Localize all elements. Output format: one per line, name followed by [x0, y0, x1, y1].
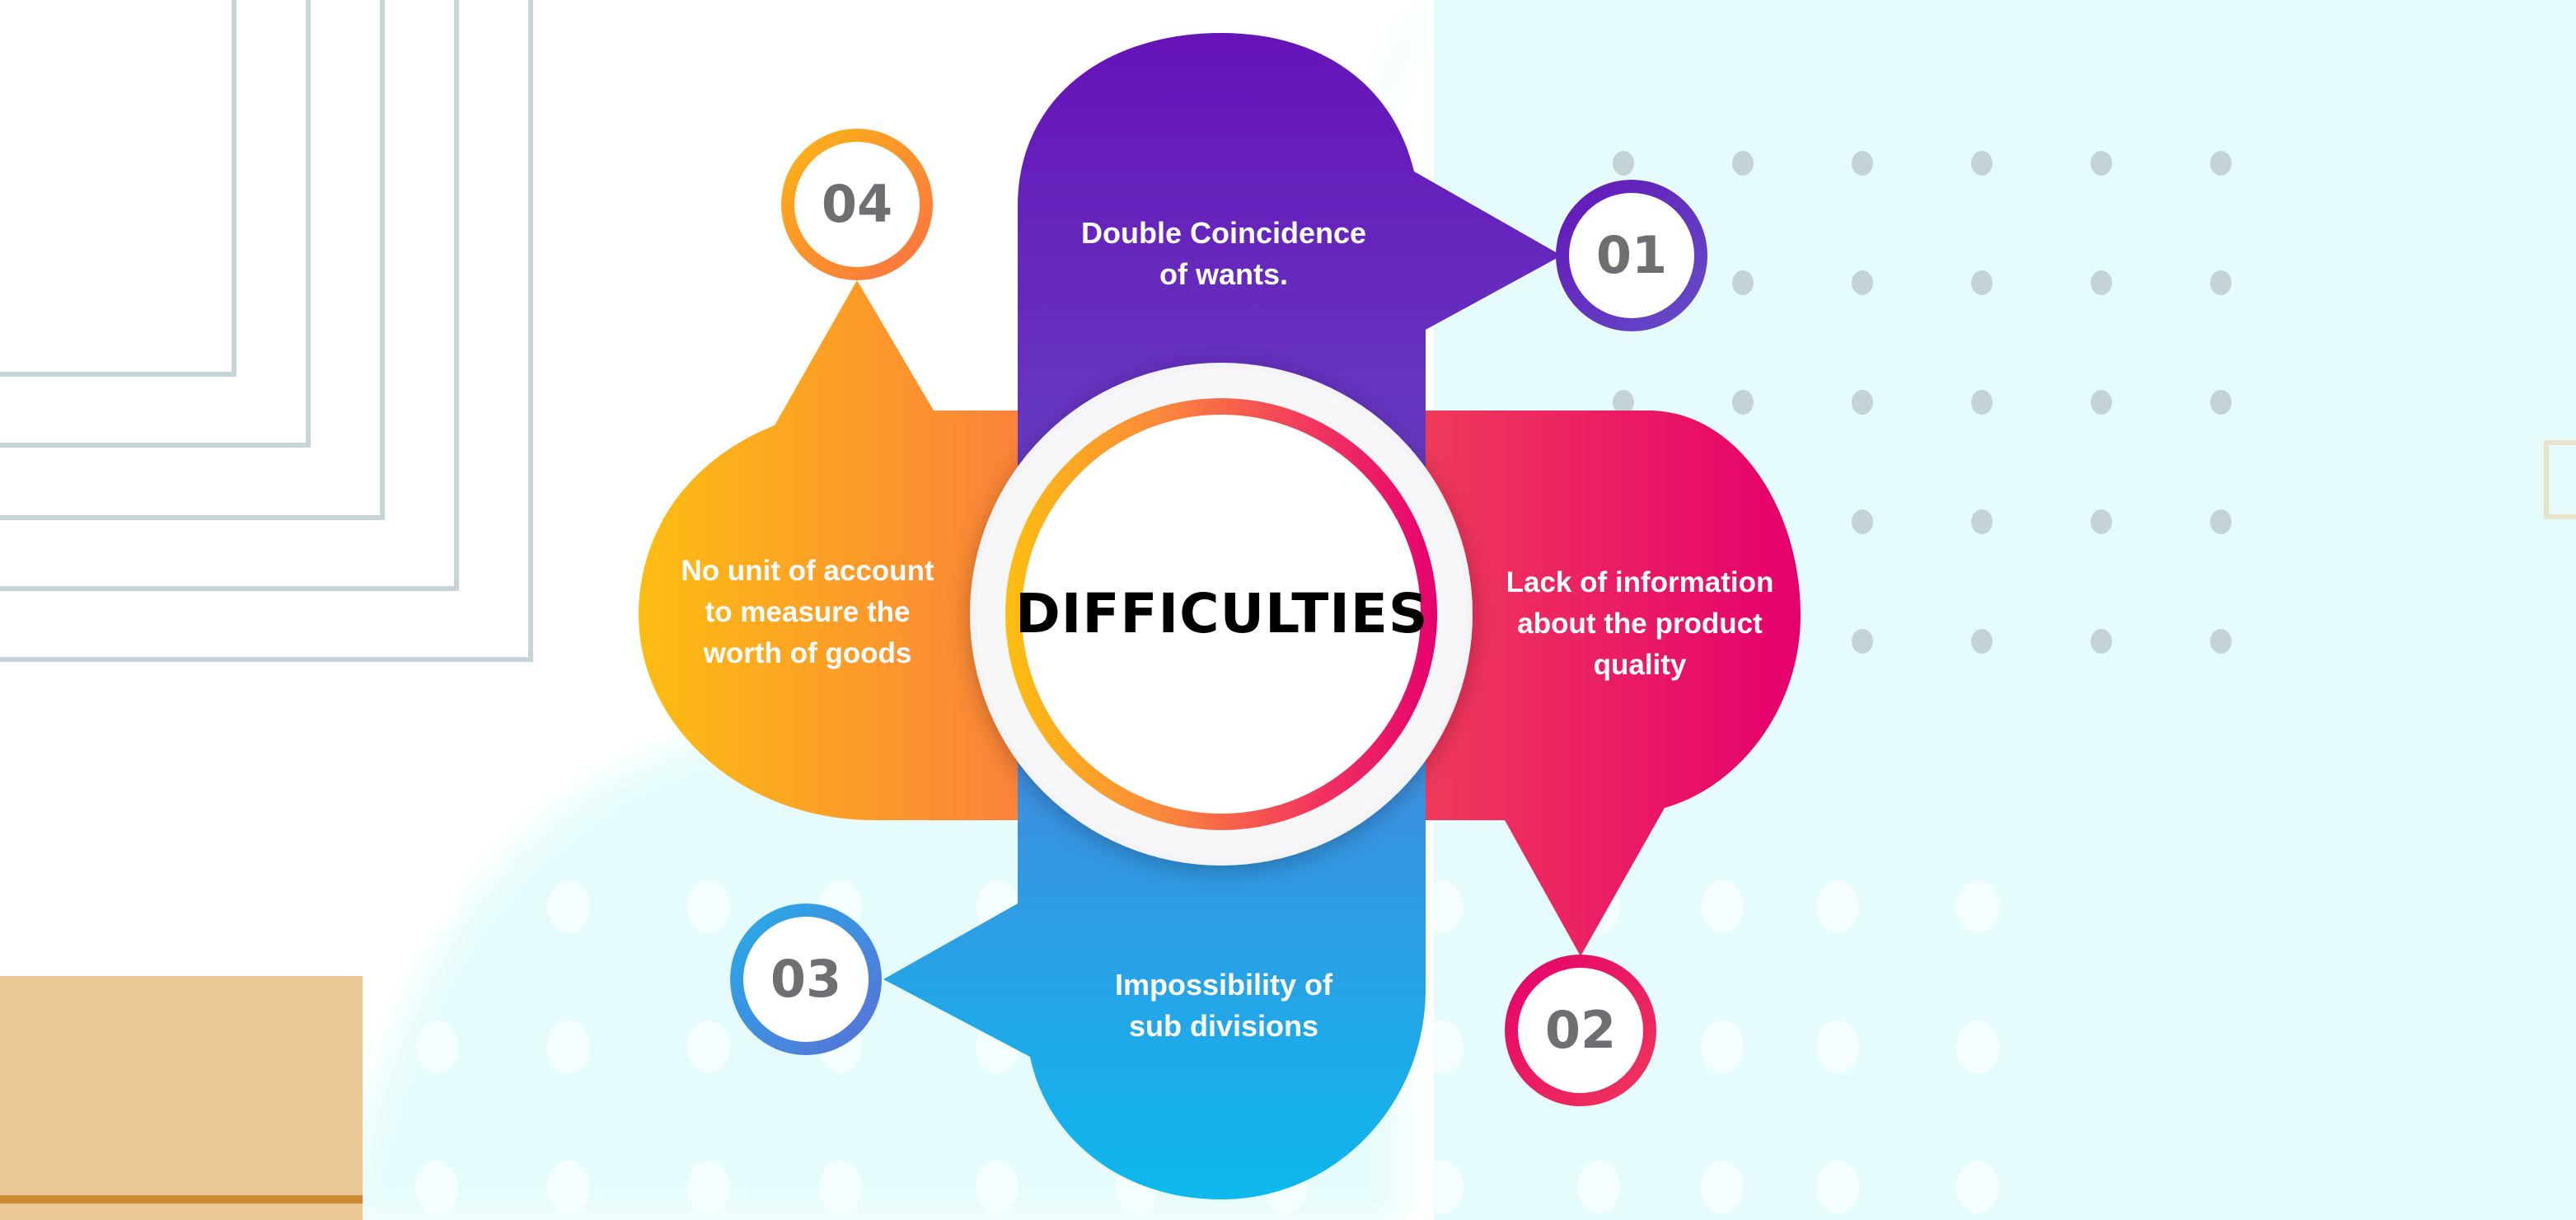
decorative-faint-dot: [1816, 1161, 1859, 1213]
decorative-dot: [1852, 390, 1873, 415]
decorative-dot: [2210, 270, 2232, 295]
decorative-faint-dot: [819, 1161, 862, 1213]
decorative-dot: [1732, 270, 1754, 295]
center-hub-inner: [1022, 415, 1421, 814]
decorative-dot: [1971, 509, 1993, 534]
lobe-02-shape: [1422, 411, 1801, 956]
decorative-faint-dot: [547, 1021, 590, 1073]
decorative-faint-dot: [1421, 1161, 1464, 1213]
corner-line: [0, 0, 311, 448]
decorative-faint-dot: [1816, 1021, 1859, 1073]
badge-04: [781, 129, 933, 280]
item-02-text: Lack of information about the product qu…: [1506, 566, 1774, 681]
corner-line: [0, 0, 385, 520]
corner-line: [0, 0, 533, 662]
decorative-dot: [2210, 509, 2232, 534]
decorative-faint-dot: [547, 880, 590, 933]
decorative-faint-dot: [976, 1161, 1019, 1213]
decorative-dot: [2091, 629, 2112, 654]
decorative-tan-outline: [2544, 440, 2576, 519]
decorative-faint-dot: [547, 1161, 590, 1213]
decorative-dot: [1971, 270, 1993, 295]
decorative-faint-dot: [687, 1161, 730, 1213]
decorative-dot: [1971, 151, 1993, 176]
badge-01: [1556, 180, 1707, 331]
decorative-faint-dot: [1956, 1161, 1999, 1213]
decorative-faint-dot: [1701, 880, 1744, 933]
decorative-dot: [2210, 390, 2232, 415]
lobe-04-shape: [639, 280, 1022, 820]
decorative-dot: [2091, 509, 2112, 534]
decorative-faint-dot: [1816, 880, 1859, 933]
decorative-dot: [2210, 151, 2232, 176]
item-03-text: Impossibility of sub divisions: [1114, 968, 1333, 1043]
item-01-text: Double Coincidence of wants.: [1080, 216, 1367, 291]
decorative-faint-dot: [687, 1021, 730, 1073]
center-title: DIFFICULTIES: [1015, 582, 1429, 645]
decorative-dot-grid: [1613, 151, 2232, 654]
decorative-dot: [2210, 629, 2232, 654]
decorative-faint-dot: [1956, 880, 1999, 933]
decorative-dot: [1852, 151, 1873, 176]
decorative-dot: [1971, 390, 1993, 415]
badge-01-number: 01: [1595, 225, 1668, 285]
decorative-faint-dot: [687, 880, 730, 933]
decorative-dot: [2091, 151, 2112, 176]
badge-03: [730, 903, 882, 1055]
decorative-dot: [2091, 390, 2112, 415]
decorative-dot: [1852, 629, 1873, 654]
center-hub: [970, 363, 1473, 866]
decorative-faint-dot: [1421, 880, 1464, 933]
badge-02-number: 02: [1544, 1000, 1617, 1060]
decorative-dot: [2091, 270, 2112, 295]
badge-04-number: 04: [821, 174, 893, 234]
decorative-faint-dot: [1956, 1021, 1999, 1073]
decorative-faint-dot: [1701, 1161, 1744, 1213]
decorative-dot: [1732, 390, 1754, 415]
item-04-text: No unit of account to measure the worth …: [681, 555, 934, 669]
decorative-dot: [1852, 270, 1873, 295]
decorative-faint-dot: [415, 1161, 458, 1213]
decorative-dot: [1852, 509, 1873, 534]
decorative-faint-dot: [415, 880, 458, 933]
decorative-faint-dot: [415, 1021, 458, 1073]
badge-02: [1505, 955, 1656, 1106]
decorative-corner-lines: [0, 0, 533, 662]
badge-03-number: 03: [770, 949, 842, 1009]
decorative-dot: [1613, 151, 1634, 176]
corner-line: [0, 0, 237, 377]
decorative-tan-block: [0, 976, 363, 1220]
decorative-dot: [1971, 629, 1993, 654]
decorative-faint-dot: [1577, 1161, 1620, 1213]
decorative-faint-dot: [1421, 1021, 1464, 1073]
decorative-dot: [1732, 151, 1754, 176]
decorative-faint-dot: [1701, 1021, 1744, 1073]
corner-line: [0, 0, 459, 591]
decorative-dot: [1613, 390, 1634, 415]
